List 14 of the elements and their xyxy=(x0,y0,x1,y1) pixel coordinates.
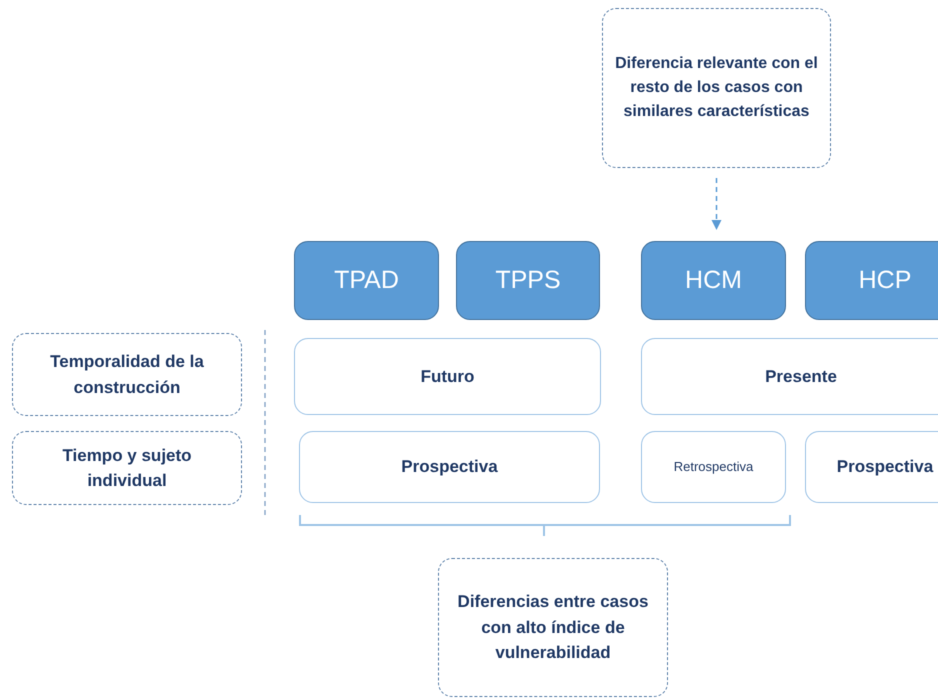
row-header-box: Tiempo y sujeto individual xyxy=(12,431,242,505)
callout-box: Diferencias entre casos con alto índice de vulnerabilidad xyxy=(438,558,668,697)
value-box: Prospectiva xyxy=(805,431,938,503)
category-box: TPPS xyxy=(456,241,600,320)
value-box: Presente xyxy=(641,338,938,415)
category-box: HCP xyxy=(805,241,938,320)
callout-box: Diferencia relevante con el resto de los casos con similares características xyxy=(602,8,831,168)
arrow xyxy=(712,178,722,230)
value-box: Futuro xyxy=(294,338,601,415)
value-box: Retrospectiva xyxy=(641,431,786,503)
category-box: TPAD xyxy=(294,241,439,320)
row-header-box: Temporalidad de la construcción xyxy=(12,333,242,416)
value-box: Prospectiva xyxy=(299,431,600,503)
category-box: HCM xyxy=(641,241,786,320)
